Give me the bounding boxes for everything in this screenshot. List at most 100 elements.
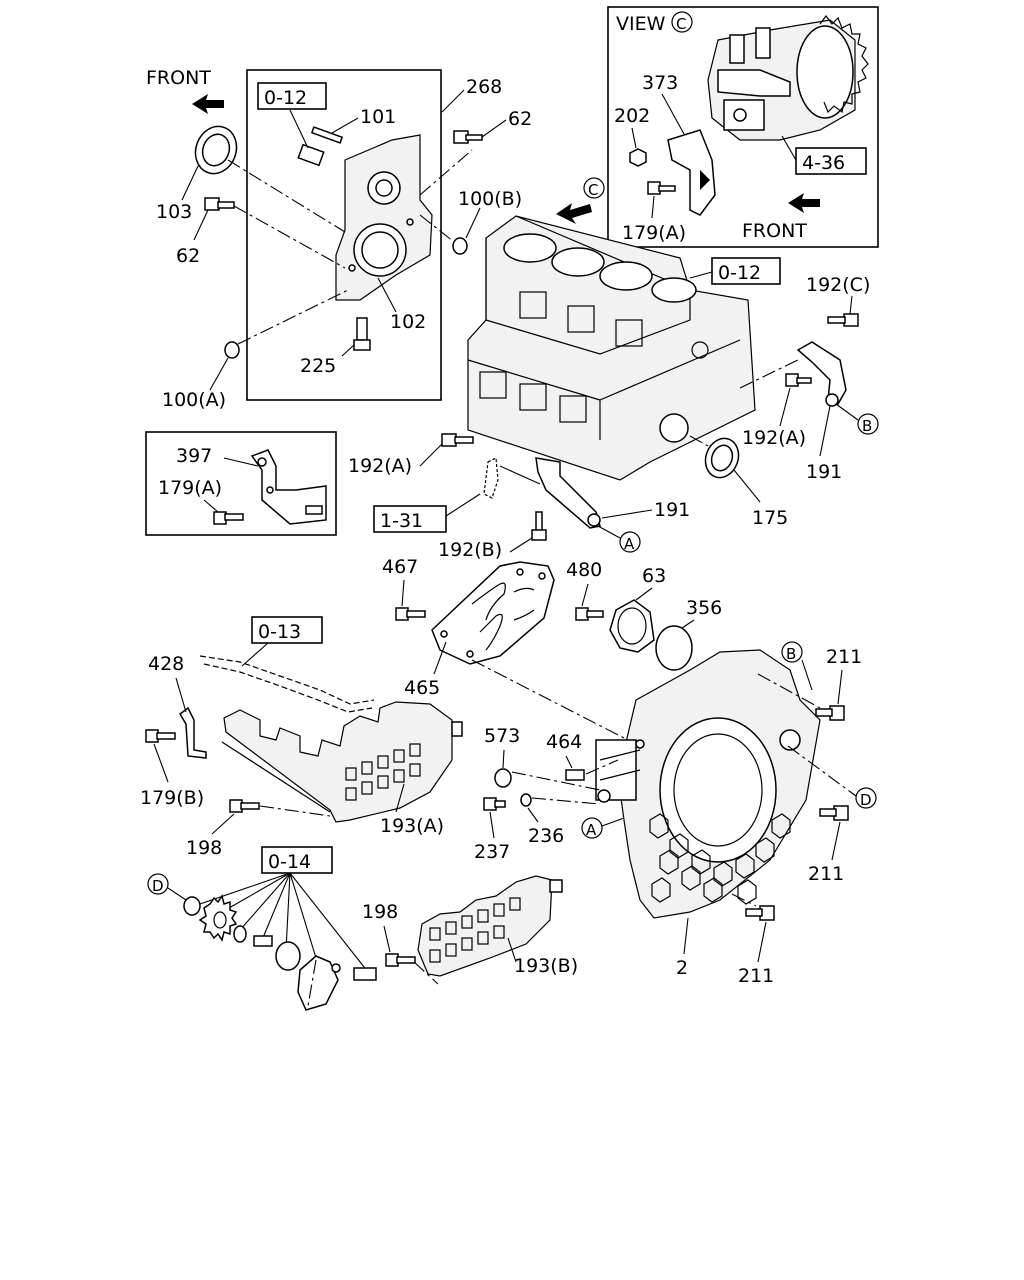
o-ring-356 bbox=[655, 625, 693, 671]
view-c-frame bbox=[607, 6, 879, 248]
bracket-428 bbox=[179, 706, 207, 759]
label-211-middle: 211 bbox=[808, 863, 844, 885]
circle-a-center-letter: A bbox=[624, 535, 635, 553]
oil-seal-175 bbox=[704, 437, 740, 479]
label-236: 236 bbox=[528, 825, 564, 847]
label-63: 63 bbox=[642, 565, 666, 587]
seal-573 bbox=[494, 768, 512, 788]
ref-0-13: 0-13 bbox=[258, 621, 301, 643]
view-c-circle bbox=[671, 11, 693, 33]
bracket-191-center bbox=[535, 457, 601, 529]
washer-236 bbox=[520, 793, 532, 807]
label-103: 103 bbox=[156, 201, 192, 223]
bolt-62-right bbox=[453, 130, 483, 144]
bolt-192a-right bbox=[785, 373, 812, 387]
label-102: 102 bbox=[390, 311, 426, 333]
plug-101 bbox=[297, 126, 344, 167]
circle-b-right-letter: B bbox=[862, 417, 872, 435]
label-193a: 193(A) bbox=[380, 815, 444, 837]
circle-d-gear bbox=[147, 873, 169, 895]
label-179a-box: 179(A) bbox=[158, 477, 222, 499]
oil-seal-103 bbox=[194, 125, 238, 175]
bracket-191-right bbox=[796, 341, 847, 407]
ref-box-0-14 bbox=[261, 846, 333, 874]
ref-0-12-top: 0-12 bbox=[264, 87, 307, 109]
bolt-192a-center bbox=[441, 433, 474, 447]
ref-box-0-12-top bbox=[257, 82, 327, 110]
bolt-467 bbox=[395, 607, 426, 621]
assembly-line bbox=[227, 159, 346, 233]
bolt-211-bottom bbox=[745, 905, 775, 921]
label-175: 175 bbox=[752, 507, 788, 529]
bolt-192b bbox=[531, 511, 547, 541]
ref-0-14-leaders bbox=[199, 872, 369, 973]
gasket-63 bbox=[609, 599, 655, 653]
ref-4-36: 4-36 bbox=[802, 152, 845, 174]
stud-225 bbox=[353, 317, 371, 351]
circle-d-gear-letter: D bbox=[152, 877, 164, 895]
cover-193b bbox=[417, 875, 563, 977]
label-356: 356 bbox=[686, 597, 722, 619]
assembly-line bbox=[237, 289, 349, 345]
label-101: 101 bbox=[360, 106, 396, 128]
label-202: 202 bbox=[614, 105, 650, 127]
bolt-211-middle bbox=[819, 805, 849, 821]
label-268: 268 bbox=[466, 76, 502, 98]
ref-box-0-12-block bbox=[711, 257, 781, 285]
o-ring-100a bbox=[224, 341, 240, 359]
label-198-right: 198 bbox=[362, 901, 398, 923]
flywheel-housing-2 bbox=[595, 649, 821, 919]
bolt-192c bbox=[827, 313, 859, 327]
nut-202 bbox=[629, 148, 647, 167]
label-211-bottom: 211 bbox=[738, 965, 774, 987]
ref-box-1-31 bbox=[373, 505, 447, 533]
circle-a-housing bbox=[581, 817, 603, 839]
cylinder-block bbox=[467, 215, 756, 481]
front-arrow-icon bbox=[192, 94, 224, 114]
assembly-line bbox=[419, 149, 473, 196]
circle-a-center bbox=[619, 531, 641, 553]
arrow-c-circle bbox=[583, 177, 605, 199]
label-237: 237 bbox=[474, 841, 510, 863]
label-465: 465 bbox=[404, 677, 440, 699]
bracket-373 bbox=[667, 129, 716, 216]
label-192a-right: 192(A) bbox=[742, 427, 806, 449]
bracket-397 bbox=[250, 449, 327, 525]
bolt-179a-view bbox=[647, 181, 676, 195]
label-211-top: 211 bbox=[826, 646, 862, 668]
view-title: VIEW bbox=[616, 13, 666, 35]
bolt-211-top bbox=[815, 705, 845, 721]
label-179b: 179(B) bbox=[140, 787, 204, 809]
front-arrow-view-icon bbox=[788, 193, 820, 213]
assembly-line bbox=[419, 214, 455, 243]
bracket-397-frame bbox=[145, 431, 337, 536]
injection-pump bbox=[707, 15, 869, 141]
label-373: 373 bbox=[642, 72, 678, 94]
label-192b: 192(B) bbox=[438, 539, 502, 561]
label-225: 225 bbox=[300, 355, 336, 377]
label-62-left: 62 bbox=[176, 245, 200, 267]
label-100b: 100(B) bbox=[458, 188, 522, 210]
bolt-480 bbox=[575, 607, 604, 621]
label-192c: 192(C) bbox=[806, 274, 870, 296]
label-62-right: 62 bbox=[508, 108, 532, 130]
bolt-198-left bbox=[229, 799, 260, 813]
front-label-view: FRONT bbox=[742, 220, 807, 242]
label-193b: 193(B) bbox=[514, 955, 578, 977]
label-191-right: 191 bbox=[806, 461, 842, 483]
bolt-179a-box bbox=[213, 511, 244, 525]
pin-464 bbox=[565, 769, 585, 781]
view-c-arrow-icon bbox=[556, 203, 592, 224]
plug-237 bbox=[483, 797, 506, 811]
gear-parts-0-14 bbox=[183, 894, 377, 1011]
ref-0-12-block: 0-12 bbox=[718, 262, 761, 284]
ref-box-0-13 bbox=[251, 616, 323, 644]
label-100a: 100(A) bbox=[162, 389, 226, 411]
gasket-0-13 bbox=[199, 655, 375, 713]
arrow-c-letter: C bbox=[588, 181, 598, 199]
label-467: 467 bbox=[382, 556, 418, 578]
label-397: 397 bbox=[176, 445, 212, 467]
assembly-line bbox=[233, 205, 346, 269]
circle-a-housing-letter: A bbox=[586, 821, 597, 839]
